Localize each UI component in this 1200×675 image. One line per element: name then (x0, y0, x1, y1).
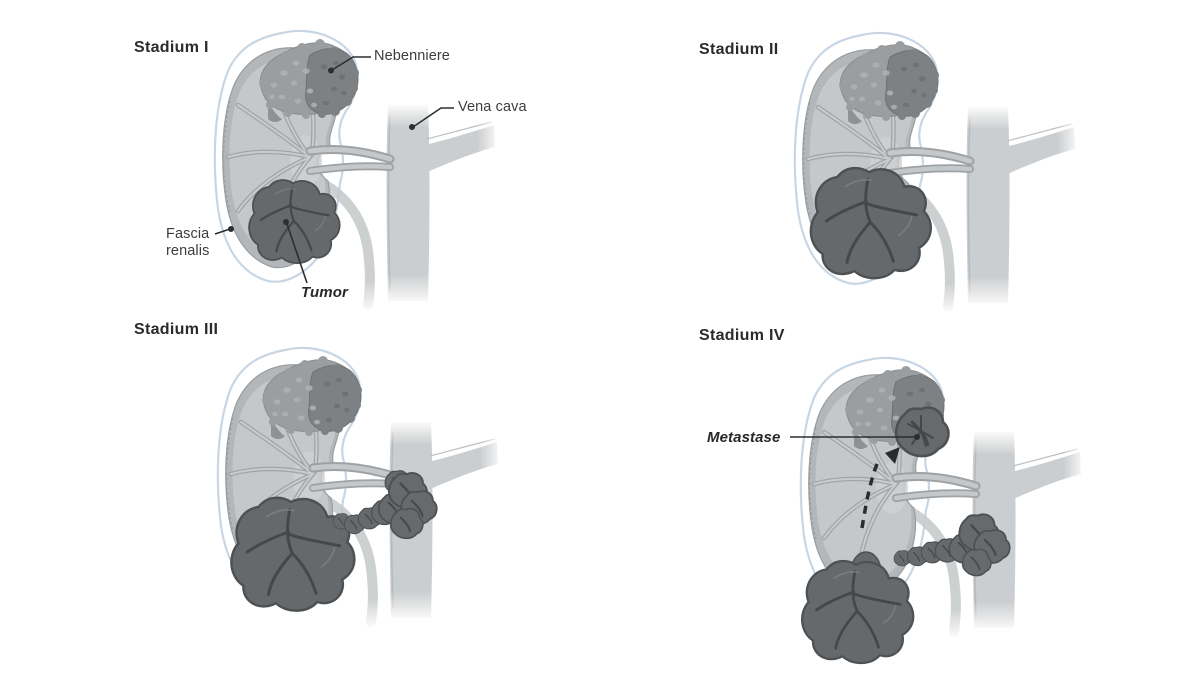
illustration-stadium-4 (801, 358, 1081, 665)
illustration-stadium-3 (218, 348, 498, 622)
leader-dots (228, 67, 920, 440)
illustration-stadium-2 (795, 33, 1075, 307)
panel-title-stadium-3: Stadium III (134, 321, 219, 338)
label-fascia-renalis: Fascia renalis (166, 226, 210, 259)
label-nebenniere: Nebenniere (374, 48, 450, 64)
leader-lines (214, 56, 915, 438)
label-vena-cava: Vena cava (458, 99, 527, 115)
panel-title-stadium-4: Stadium IV (699, 327, 785, 344)
panel-title-stadium-1: Stadium I (134, 39, 209, 56)
label-tumor: Tumor (301, 284, 348, 301)
metastasis-spread-arrow (860, 447, 900, 529)
illustration-stadium-1 (215, 31, 495, 305)
panel-title-stadium-2: Stadium II (699, 41, 779, 58)
label-metastase: Metastase (707, 429, 781, 446)
adrenal-metastasis (894, 406, 950, 458)
